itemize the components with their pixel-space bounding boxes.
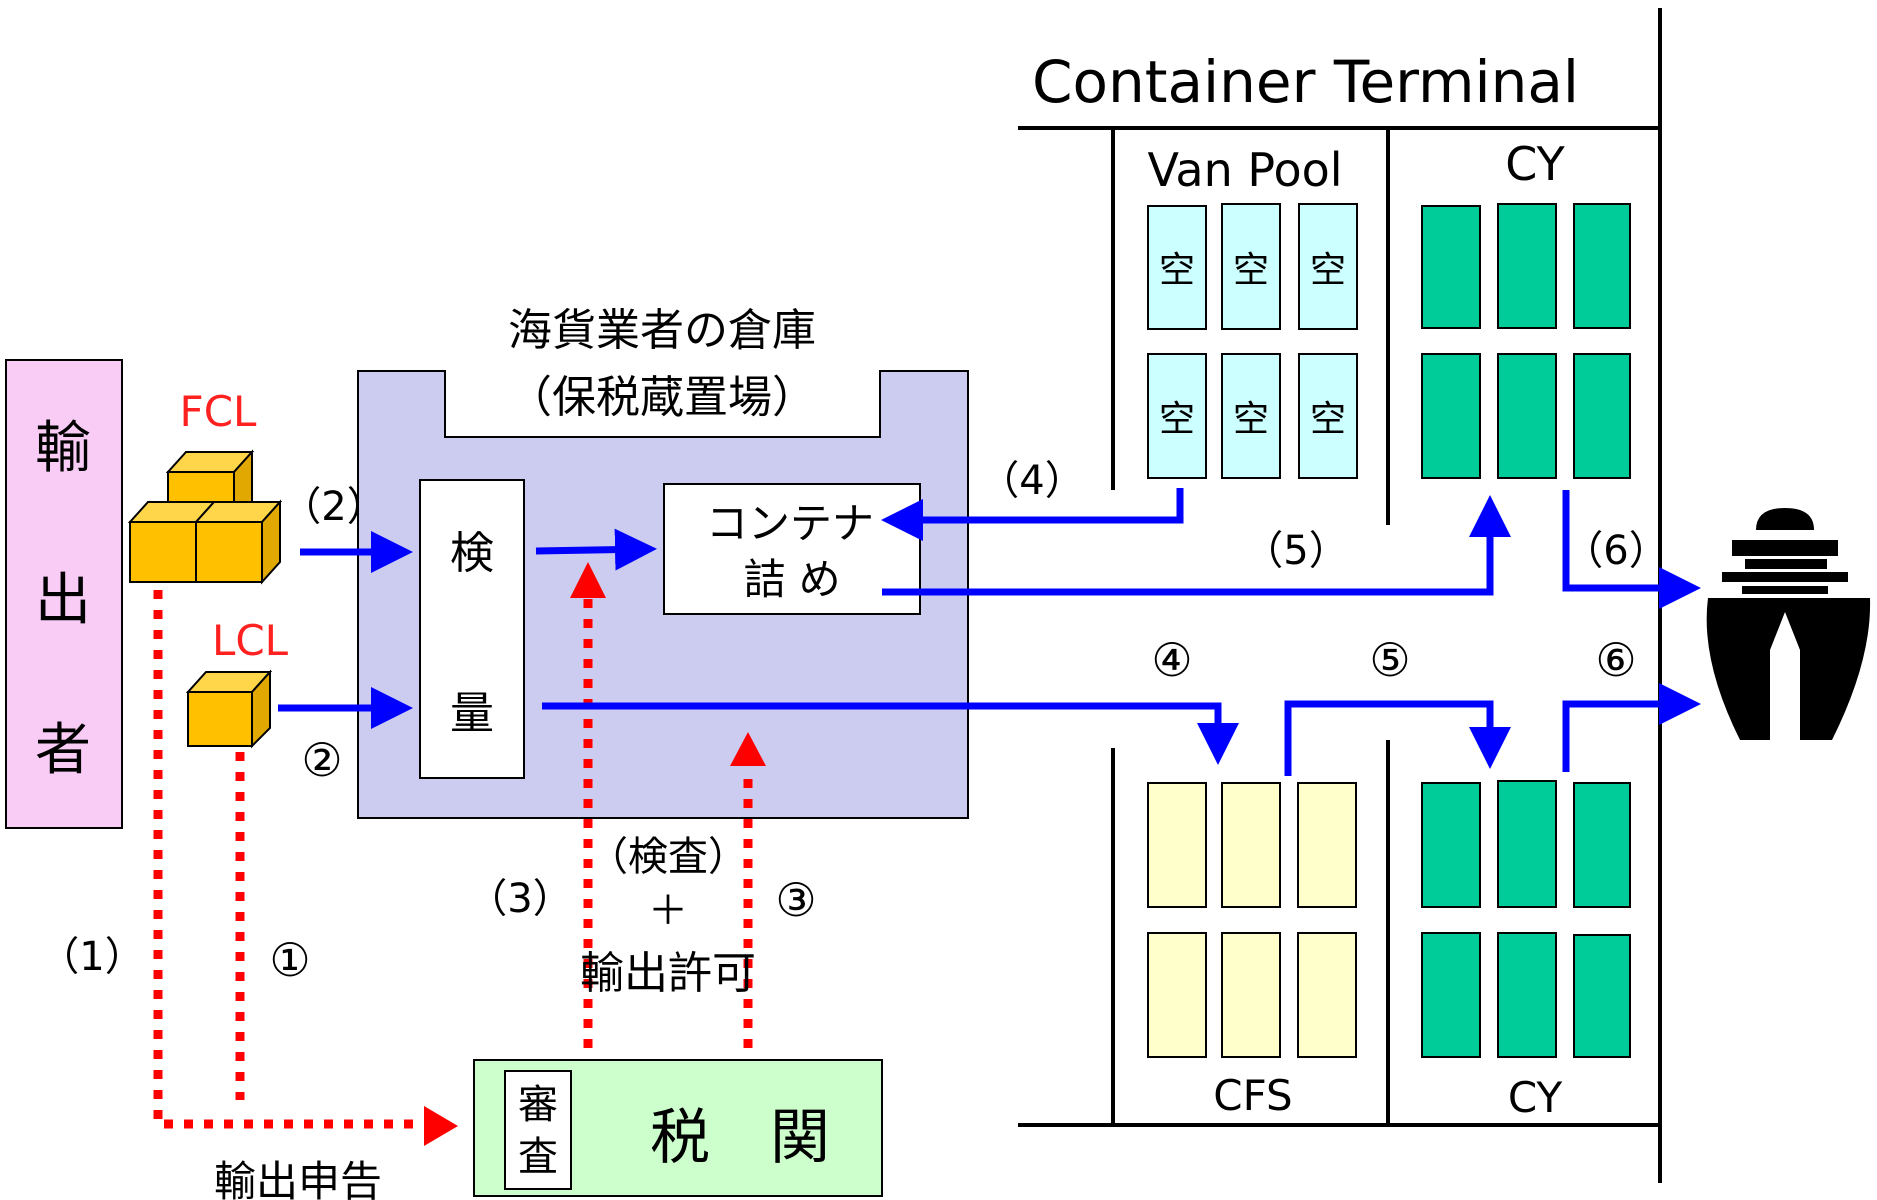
- exporter-box: [5, 359, 123, 829]
- empty-container: [1221, 353, 1281, 479]
- exporter-char-1: 輸: [35, 416, 91, 481]
- step-lcl-5: ⑤: [1369, 633, 1410, 687]
- van-pool-containers: [1147, 203, 1358, 479]
- red-arrow-head: [424, 1106, 458, 1146]
- cy-bottom-containers: [1421, 780, 1631, 1058]
- stuffing-line2: 詰 め: [743, 555, 840, 604]
- step-lcl-4: ④: [1151, 633, 1192, 687]
- step-fcl-3: （3）: [467, 876, 572, 922]
- empty-label: 空: [1159, 250, 1195, 291]
- cy-container: [1573, 353, 1631, 479]
- cy-container: [1497, 932, 1557, 1058]
- fcl-label: FCL: [180, 387, 257, 436]
- cfs-cargo-slot: [1221, 932, 1281, 1058]
- step-lcl-3: ③: [775, 873, 816, 927]
- empty-label: 空: [1233, 250, 1269, 291]
- cy-top-containers: [1421, 203, 1631, 479]
- inspection-line3: 輸出許可: [580, 948, 756, 999]
- lcl-label: LCL: [212, 616, 289, 665]
- empty-container: [1298, 203, 1358, 330]
- step-fcl-2: （2）: [281, 484, 386, 530]
- cy-container: [1497, 203, 1557, 329]
- document-arrowheads: [424, 562, 766, 1146]
- cy-container: [1573, 934, 1631, 1058]
- inspection-line1: （検査）: [588, 834, 748, 880]
- step-lcl-6: ⑥: [1595, 633, 1636, 687]
- cfs-cargo-slot: [1297, 932, 1357, 1058]
- empty-container: [1298, 353, 1358, 479]
- empty-container: [1221, 203, 1281, 330]
- customs-name: 税 関: [650, 1103, 830, 1173]
- warehouse-title: 海貨業者の倉庫: [508, 305, 816, 356]
- cfs-label: CFS: [1213, 1071, 1292, 1120]
- empty-label: 空: [1159, 399, 1195, 440]
- warehouse-subtitle: （保税蔵置場）: [508, 372, 816, 423]
- step-fcl-4: （4）: [979, 458, 1084, 504]
- step-fcl-1: （1）: [39, 934, 144, 980]
- cy-top-label: CY: [1505, 137, 1565, 191]
- measure-box: [419, 479, 525, 779]
- review-bottom: 査: [518, 1134, 558, 1180]
- red-arrow-head: [730, 732, 766, 766]
- step-fcl-5: （5）: [1243, 528, 1348, 574]
- cfs-cargo-slot: [1221, 782, 1281, 908]
- review-top: 審: [518, 1082, 558, 1128]
- cargo-flows: [278, 488, 1701, 776]
- cargo-box-icon: [185, 669, 273, 749]
- cargo-box-icon: [127, 449, 283, 585]
- cy-container: [1573, 203, 1631, 329]
- document-flows: [153, 590, 753, 1129]
- terminal-title: Container Terminal: [1032, 48, 1579, 116]
- inspection-line2: ＋: [648, 888, 688, 934]
- stuffing-box: [663, 483, 921, 615]
- step-fcl-6: （6）: [1563, 528, 1668, 574]
- cfs-cargo-slot: [1147, 782, 1207, 908]
- ship-icon: [1706, 508, 1871, 740]
- step-lcl-2: ②: [301, 733, 342, 787]
- cfs-cargo-slot: [1297, 782, 1357, 908]
- review-box: [504, 1070, 572, 1190]
- empty-container: [1147, 205, 1207, 330]
- cy-container: [1573, 782, 1631, 908]
- measure-bottom: 量: [450, 688, 494, 739]
- cy-container: [1421, 353, 1481, 479]
- empty-label: 空: [1310, 250, 1346, 291]
- cfs-cargo-slot: [1147, 932, 1207, 1058]
- step-lcl-1: ①: [269, 933, 310, 987]
- cfs-cargo: [1147, 782, 1357, 1058]
- cy-container: [1421, 932, 1481, 1058]
- cy-container: [1421, 782, 1481, 908]
- cy-container: [1497, 780, 1557, 908]
- empty-container: [1147, 353, 1207, 479]
- measure-top: 検: [450, 528, 494, 579]
- empty-labels: 空 空 空 空 空 空: [1159, 250, 1346, 440]
- cy-bottom-label: CY: [1508, 1073, 1563, 1122]
- van-pool-label: Van Pool: [1147, 143, 1342, 197]
- cy-container: [1421, 205, 1481, 329]
- exporter-char-2: 出: [35, 568, 91, 633]
- empty-label: 空: [1233, 399, 1269, 440]
- export-declaration: 輸出申告: [214, 1157, 382, 1200]
- empty-label: 空: [1310, 399, 1346, 440]
- stuffing-line1: コンテナ: [706, 499, 874, 548]
- cy-container: [1497, 353, 1557, 479]
- exporter-char-3: 者: [35, 718, 91, 783]
- red-arrow-head: [570, 562, 606, 598]
